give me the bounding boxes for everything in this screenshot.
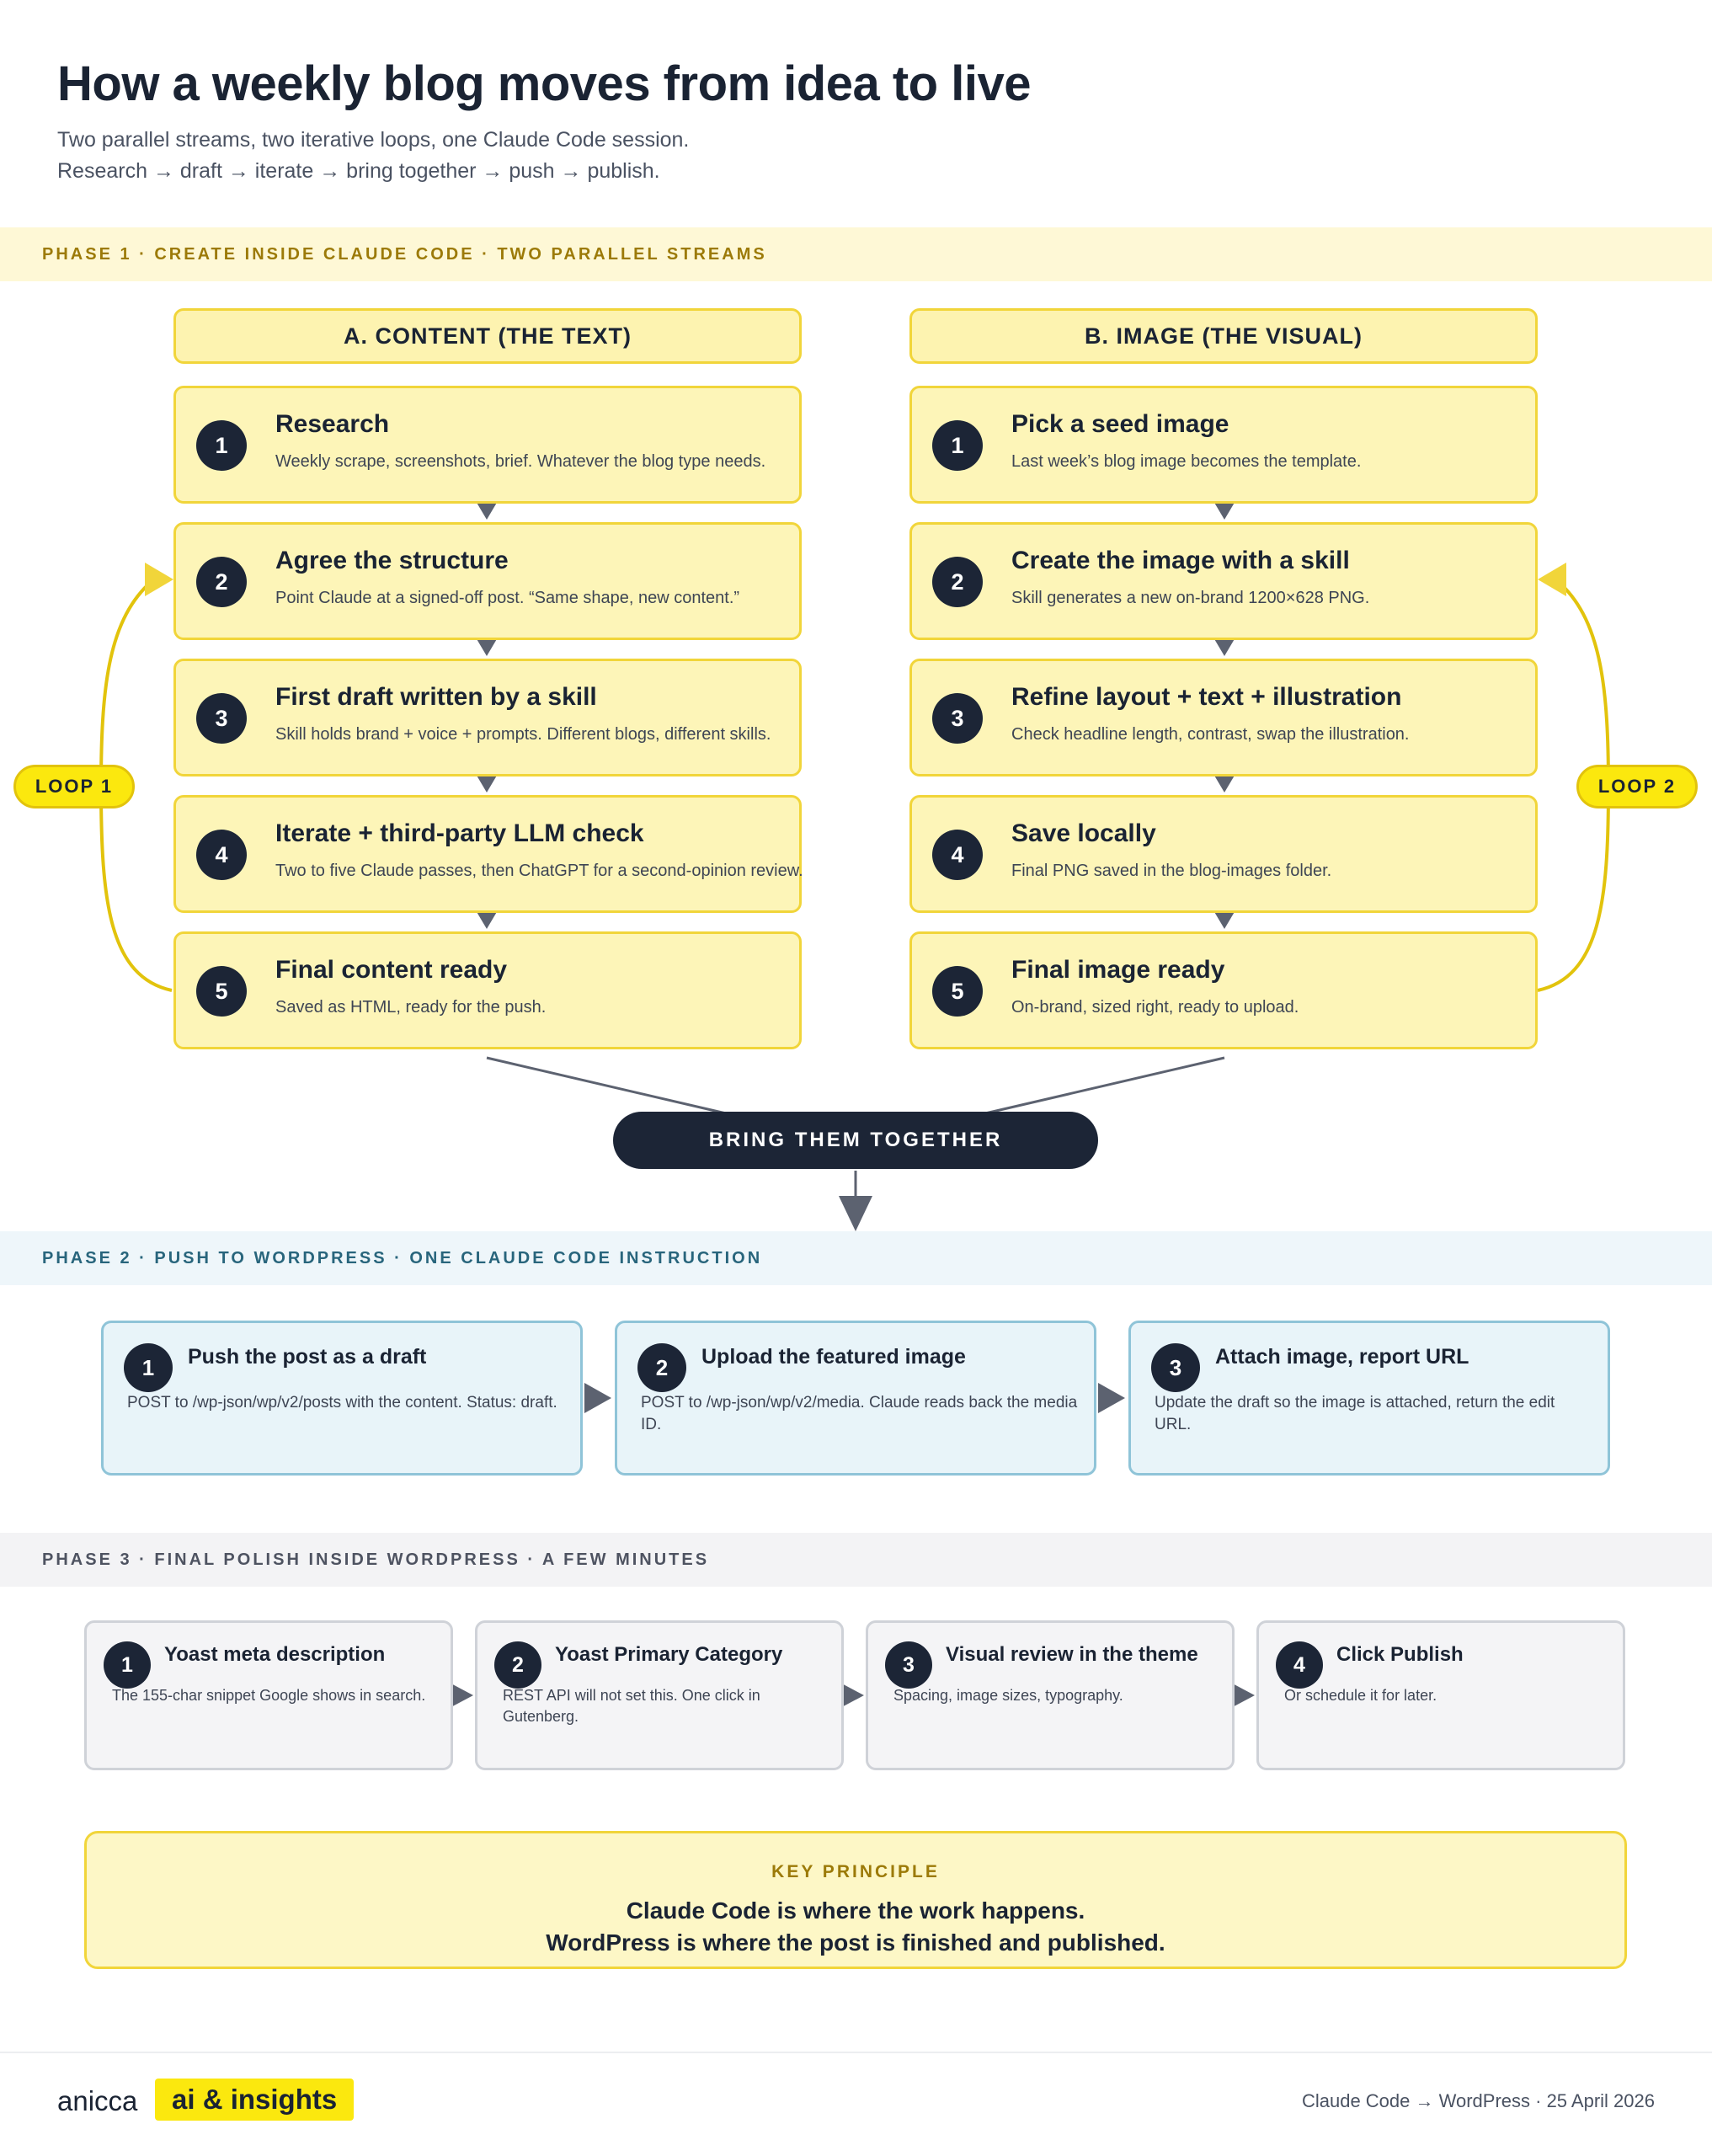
step-description: Spacing, image sizes, typography. — [893, 1687, 1123, 1704]
phase2-arrow-2 — [1098, 1383, 1125, 1413]
step-description: The 155-char snippet Google shows in sea… — [112, 1687, 426, 1704]
phase-1-label: PHASE 1 · CREATE INSIDE CLAUDE CODE · TW… — [42, 245, 767, 264]
loop-1-badge: LOOP 1 — [13, 765, 135, 808]
step-description: Two to five Claude passes, then ChatGPT … — [275, 862, 803, 880]
loop-2-arrowhead — [1538, 563, 1566, 596]
polish-step-publish: 4 Click Publish Or schedule it for later… — [1256, 1620, 1625, 1770]
step-description: REST API will not set this. One click in… — [503, 1687, 760, 1725]
phase-1-band: PHASE 1 · CREATE INSIDE CLAUDE CODE · TW… — [0, 227, 1712, 281]
step-title: Agree the structure — [275, 547, 509, 574]
step-description: Or schedule it for later. — [1284, 1687, 1437, 1704]
key-principle-box: KEY PRINCIPLE Claude Code is where the w… — [84, 1831, 1627, 1969]
brand-tagline: ai & insights — [155, 2079, 355, 2121]
merge-line-right — [984, 1056, 1225, 1115]
step-number: 1 — [196, 420, 247, 471]
step-title: Create the image with a skill — [1011, 547, 1350, 574]
step-number: 2 — [637, 1343, 686, 1392]
content-step-first-draft: 3 First draft written by a skill Skill h… — [173, 659, 802, 776]
step-number: 4 — [196, 830, 247, 880]
step-title: Pick a seed image — [1011, 410, 1229, 438]
image-column-header: B. IMAGE (THE VISUAL) — [909, 308, 1538, 364]
step-title: Yoast meta description — [164, 1643, 386, 1666]
step-number: 1 — [124, 1343, 173, 1392]
step-number: 3 — [885, 1641, 932, 1689]
key-principle-label: KEY PRINCIPLE — [771, 1862, 940, 1881]
step-number: 3 — [932, 693, 983, 744]
step-description: Update the draft so the image is attache… — [1155, 1394, 1555, 1433]
merge-line-left — [486, 1056, 727, 1115]
step-title: Final image ready — [1011, 956, 1225, 984]
content-step-final: 5 Final content ready Saved as HTML, rea… — [173, 931, 802, 1049]
step-description: Weekly scrape, screenshots, brief. Whate… — [275, 452, 766, 471]
content-step-iterate: 4 Iterate + third-party LLM check Two to… — [173, 795, 803, 913]
polish-step-category: 2 Yoast Primary Category REST API will n… — [475, 1620, 844, 1770]
step-description: Point Claude at a signed-off post. “Same… — [275, 589, 740, 607]
step-title: Click Publish — [1336, 1643, 1464, 1666]
page-subtitle: Two parallel streams, two iterative loop… — [57, 125, 689, 187]
step-title: First draft written by a skill — [275, 683, 597, 711]
subtitle-line-1: Two parallel streams, two iterative loop… — [57, 128, 690, 152]
step-number: 1 — [104, 1641, 151, 1689]
phase2-arrow-1 — [584, 1383, 611, 1413]
loop-2-badge: LOOP 2 — [1576, 765, 1698, 808]
footer-meta: Claude Code → WordPress · 25 April 2026 — [1301, 2090, 1655, 2111]
phase-2-band: PHASE 2 · PUSH TO WORDPRESS · ONE CLAUDE… — [0, 1231, 1712, 1285]
step-title: Upload the featured image — [701, 1345, 966, 1369]
step-number: 2 — [932, 557, 983, 607]
phase-3-label: PHASE 3 · FINAL POLISH INSIDE WORDPRESS … — [42, 1550, 710, 1569]
step-number: 5 — [196, 966, 247, 1017]
step-number: 4 — [1276, 1641, 1323, 1689]
phase-2-label: PHASE 2 · PUSH TO WORDPRESS · ONE CLAUDE… — [42, 1249, 763, 1267]
step-title: Refine layout + text + illustration — [1011, 683, 1402, 711]
step-title: Iterate + third-party LLM check — [275, 819, 644, 847]
step-description: On-brand, sized right, ready to upload. — [1011, 998, 1299, 1017]
together-down-arrow — [839, 1196, 872, 1231]
polish-step-visual-review: 3 Visual review in the theme Spacing, im… — [866, 1620, 1235, 1770]
image-step-seed: 1 Pick a seed image Last week’s blog ima… — [909, 386, 1538, 504]
step-description: Final PNG saved in the blog-images folde… — [1011, 862, 1332, 880]
key-principle-line-2: WordPress is where the post is finished … — [546, 1929, 1165, 1956]
content-step-structure: 2 Agree the structure Point Claude at a … — [173, 522, 802, 640]
push-step-attach: 3 Attach image, report URL Update the dr… — [1128, 1321, 1610, 1476]
step-description: POST to /wp-json/wp/v2/media. Claude rea… — [641, 1394, 1078, 1433]
image-step-refine: 3 Refine layout + text + illustration Ch… — [909, 659, 1538, 776]
step-description: POST to /wp-json/wp/v2/posts with the co… — [127, 1394, 557, 1412]
image-step-create: 2 Create the image with a skill Skill ge… — [909, 522, 1538, 640]
page-title: How a weekly blog moves from idea to liv… — [57, 56, 1031, 111]
key-principle-line-1: Claude Code is where the work happens. — [626, 1897, 1085, 1924]
step-number: 5 — [932, 966, 983, 1017]
image-step-save: 4 Save locally Final PNG saved in the bl… — [909, 795, 1538, 913]
step-number: 3 — [1151, 1343, 1200, 1392]
brand-logo: anicca — [57, 2085, 138, 2116]
push-step-upload-image: 2 Upload the featured image POST to /wp-… — [615, 1321, 1096, 1476]
bring-together-node: BRING THEM TOGETHER — [613, 1112, 1098, 1169]
footer-divider — [0, 2052, 1712, 2053]
image-step-final: 5 Final image ready On-brand, sized righ… — [909, 931, 1538, 1049]
step-title: Visual review in the theme — [946, 1643, 1198, 1666]
step-number: 4 — [932, 830, 983, 880]
step-title: Attach image, report URL — [1215, 1345, 1469, 1369]
step-number: 1 — [932, 420, 983, 471]
step-title: Final content ready — [275, 956, 508, 984]
step-number: 2 — [196, 557, 247, 607]
step-description: Skill holds brand + voice + prompts. Dif… — [275, 725, 771, 744]
step-number: 2 — [494, 1641, 541, 1689]
step-description: Check headline length, contrast, swap th… — [1011, 725, 1410, 744]
step-number: 3 — [196, 693, 247, 744]
step-title: Yoast Primary Category — [555, 1643, 783, 1666]
push-step-draft: 1 Push the post as a draft POST to /wp-j… — [101, 1321, 583, 1476]
step-title: Research — [275, 410, 390, 438]
step-description: Last week’s blog image becomes the templ… — [1011, 452, 1362, 471]
step-description: Skill generates a new on-brand 1200×628 … — [1011, 589, 1370, 607]
step-title: Push the post as a draft — [188, 1345, 427, 1369]
content-column-header: A. CONTENT (THE TEXT) — [173, 308, 802, 364]
phase-3-band: PHASE 3 · FINAL POLISH INSIDE WORDPRESS … — [0, 1533, 1712, 1587]
subtitle-line-2: Research → draft → iterate → bring toget… — [57, 159, 660, 183]
content-step-research: 1 Research Weekly scrape, screenshots, b… — [173, 386, 802, 504]
step-title: Save locally — [1011, 819, 1156, 847]
loop-1-arrowhead — [145, 563, 173, 596]
polish-step-meta: 1 Yoast meta description The 155-char sn… — [84, 1620, 453, 1770]
step-description: Saved as HTML, ready for the push. — [275, 998, 547, 1017]
